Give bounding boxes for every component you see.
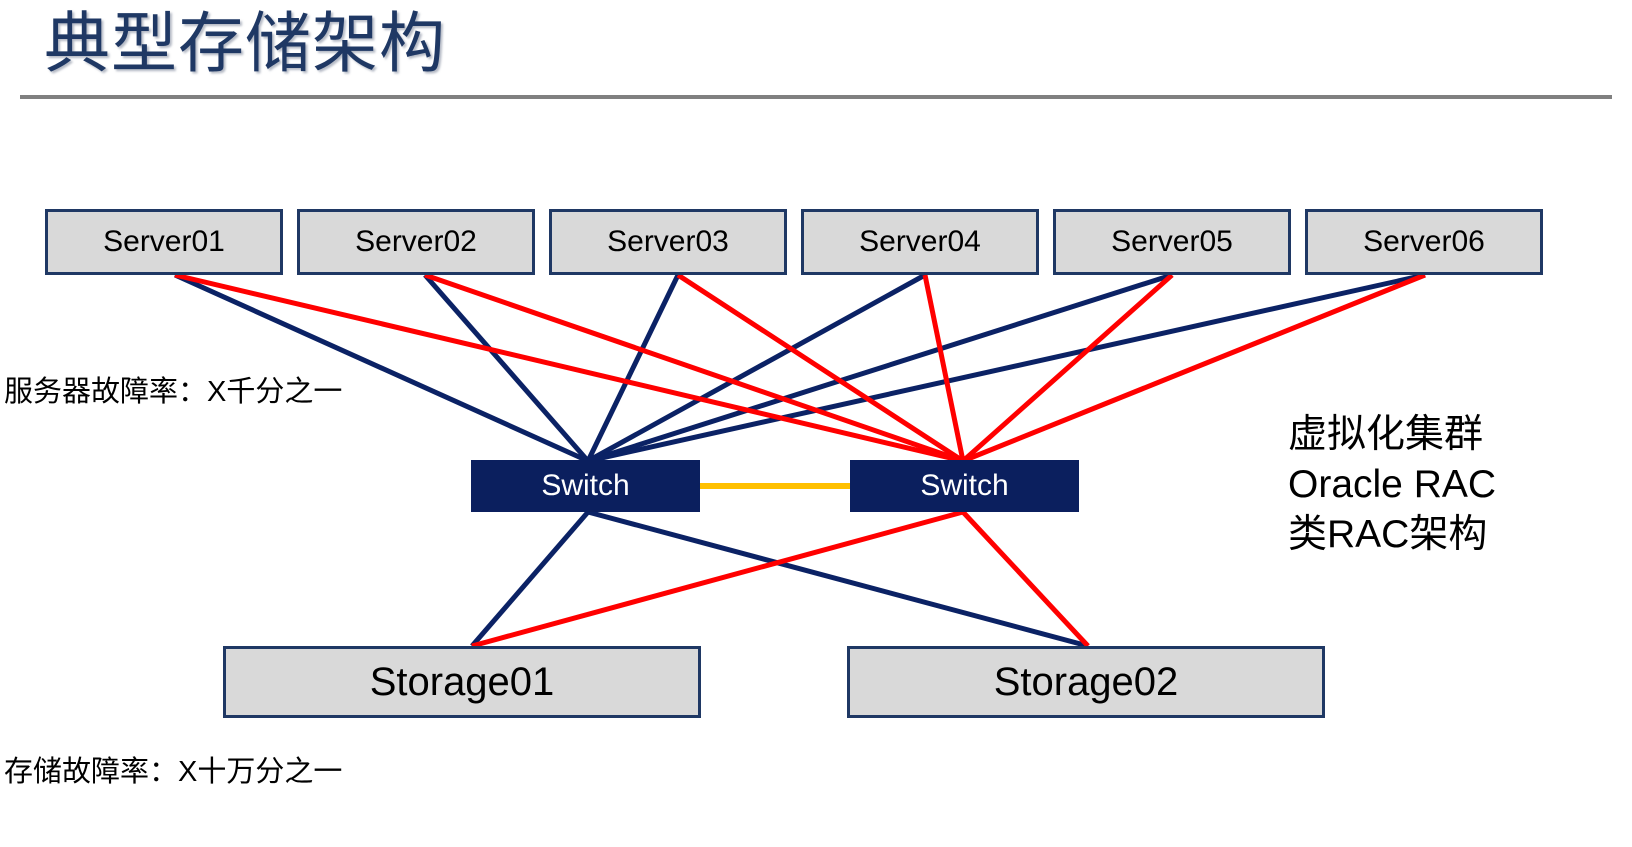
server-node[interactable]: Server03: [549, 209, 787, 275]
link-server-to-switch-left: [585, 273, 681, 463]
link-server-to-switch-right: [424, 272, 964, 464]
title-divider: [20, 95, 1612, 99]
cluster-note-line-1: 虚拟化集群: [1288, 413, 1484, 456]
cluster-note: 虚拟化集群 Oracle RAC 类RAC架构: [1288, 410, 1496, 560]
link-server-to-switch-right: [676, 272, 965, 464]
server-label: Server06: [1363, 225, 1485, 258]
link-switch-left-to-storage: [587, 509, 1089, 649]
server-label: Server03: [607, 225, 729, 258]
storage-failure-rate-note: 存储故障率：X十万分之一: [4, 756, 343, 788]
server-label: Server01: [103, 225, 225, 258]
link-server-to-switch-left: [587, 272, 1173, 464]
switch-node-right[interactable]: Switch: [850, 460, 1079, 512]
link-server-to-switch-left: [423, 273, 590, 463]
storage-node[interactable]: Storage01: [223, 646, 701, 718]
connector-lines: [173, 272, 1426, 649]
page-title: 典型存储架构: [44, 6, 446, 80]
server-label: Server04: [859, 225, 981, 258]
cluster-note-line-3: 类RAC架构: [1288, 513, 1488, 556]
switch-label: Switch: [541, 469, 630, 502]
storage-label: Storage01: [369, 659, 555, 704]
link-server-to-switch-left: [173, 272, 590, 464]
link-switch-right-to-storage: [961, 510, 1090, 648]
switch-label: Switch: [920, 469, 1009, 502]
link-server-to-switch-left: [586, 272, 927, 464]
server-label: Server02: [355, 225, 477, 258]
link-switch-right-to-storage: [471, 509, 964, 649]
cluster-note-line-2: Oracle RAC: [1288, 463, 1497, 506]
server-node[interactable]: Server01: [45, 209, 283, 275]
server-node[interactable]: Server06: [1305, 209, 1543, 275]
link-server-to-switch-right: [922, 274, 966, 462]
link-server-to-switch-right: [961, 273, 1174, 463]
link-server-to-switch-left: [587, 272, 1426, 464]
server-node[interactable]: Server05: [1053, 209, 1291, 275]
storage-label: Storage02: [993, 659, 1179, 704]
server-node[interactable]: Server04: [801, 209, 1039, 275]
storage-node[interactable]: Storage02: [847, 646, 1325, 718]
server-label: Server05: [1111, 225, 1233, 258]
server-node[interactable]: Server02: [297, 209, 535, 275]
server-failure-rate-note: 服务器故障率：X千分之一: [4, 376, 343, 408]
switch-node-left[interactable]: Switch: [471, 460, 700, 512]
link-switch-left-to-storage: [470, 510, 590, 648]
link-server-to-switch-right: [962, 272, 1426, 464]
link-server-to-switch-right: [174, 272, 964, 464]
